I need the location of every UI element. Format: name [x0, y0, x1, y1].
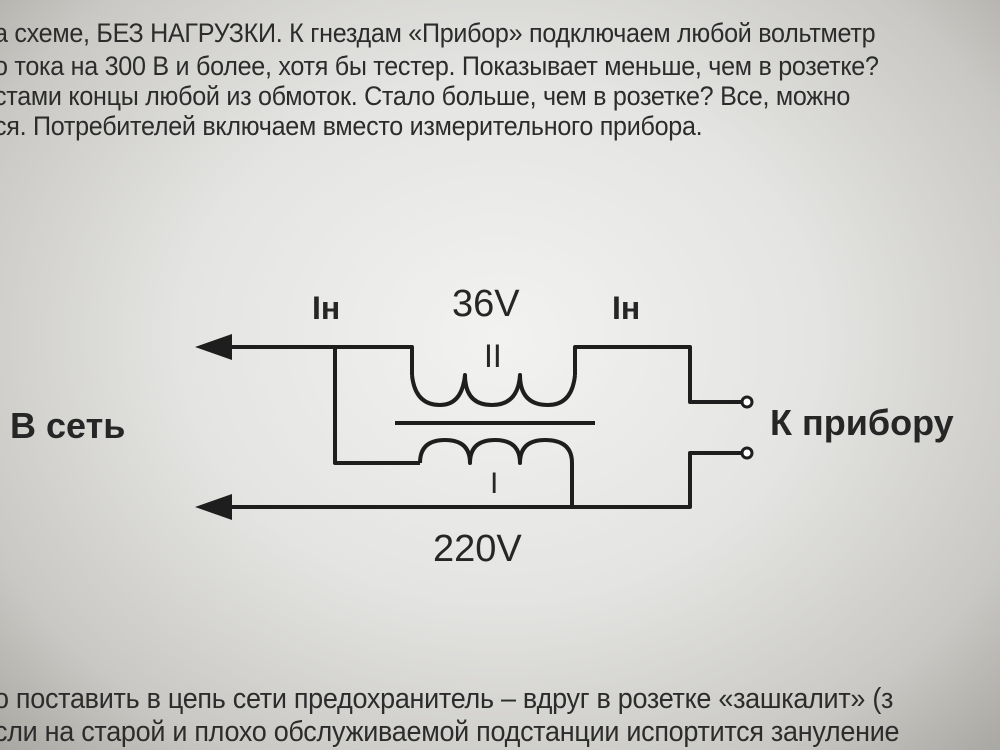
arrow-top-icon: [195, 334, 232, 360]
text-line: сли на старой и плохо обслуживаемой подс…: [0, 716, 900, 748]
text-line: о поставить в цепь сети предохранитель –…: [0, 683, 894, 715]
current-label-right: Iн: [612, 290, 641, 326]
text-line: а схеме, БЕЗ НАГРУЗКИ. К гнездам «Прибор…: [0, 18, 876, 48]
secondary-voltage: 36V: [452, 283, 520, 325]
current-label-left: Iн: [312, 290, 341, 326]
primary-voltage: 220V: [433, 528, 522, 570]
secondary-coil: [410, 373, 577, 407]
terminal-bottom: [740, 446, 754, 460]
wire-top: [228, 345, 742, 404]
arrow-bottom-icon: [195, 494, 232, 520]
text-line: стами концы любой из обмоток. Стало боль…: [0, 81, 851, 111]
text-line: ся. Потребителей включаем вместо измерит…: [0, 111, 703, 141]
secondary-label: II: [484, 338, 502, 374]
device-label: К прибору: [770, 402, 954, 443]
terminal-top: [740, 395, 754, 409]
wire-left-vertical: [333, 347, 420, 465]
primary-label: I: [490, 467, 499, 500]
text-line: о тока на 300 В и более, хотя бы тестер.…: [0, 51, 879, 81]
wire-bottom: [228, 451, 742, 509]
primary-coil: [418, 438, 574, 507]
mains-label: В сеть: [10, 405, 126, 446]
